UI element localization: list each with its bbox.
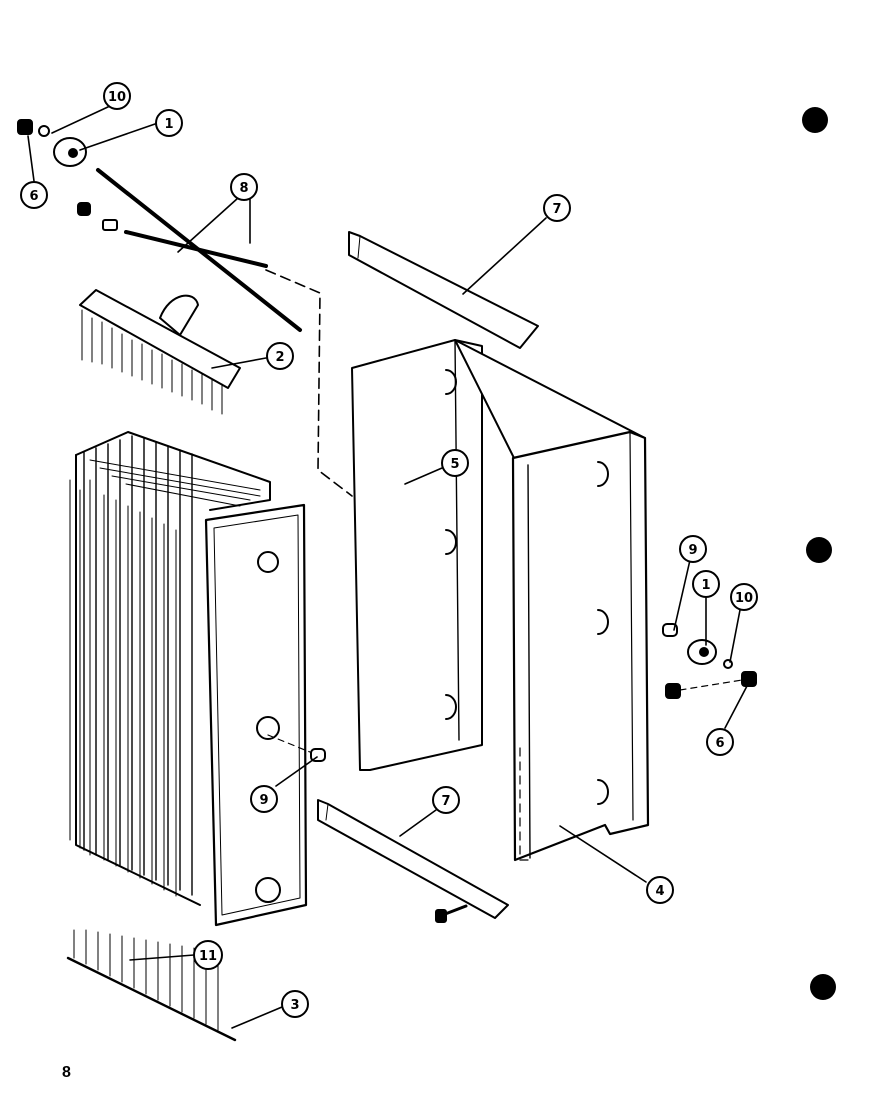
bottom-shroud [66, 929, 237, 1042]
callout-label-7: 7 [441, 794, 450, 809]
bushing-part-right [662, 623, 678, 637]
callout-label-10: 10 [735, 591, 753, 606]
callout-label-6: 6 [29, 189, 38, 204]
callout-label-6: 6 [715, 736, 724, 751]
radiator-fin-stack [69, 431, 271, 906]
page-number: 8 [62, 1064, 71, 1081]
top-shroud [79, 289, 241, 415]
end-plate-front [204, 503, 308, 927]
callout-label-11: 11 [199, 949, 217, 964]
top-channel [348, 231, 539, 349]
callout-label-9: 9 [259, 793, 268, 808]
callout-label-2: 2 [275, 350, 284, 365]
callout-bubble [281, 990, 309, 1018]
callout-label-10: 10 [108, 90, 126, 105]
screw-part [435, 904, 468, 923]
end-cap-part-right [687, 639, 717, 665]
callout-bubble [266, 342, 294, 370]
callout-bubble [692, 570, 720, 598]
callout-bubble [155, 109, 183, 137]
callout-bubble [250, 785, 278, 813]
punch-hole [810, 974, 836, 1000]
nut-part [17, 119, 50, 137]
callout-bubble [646, 876, 674, 904]
callout-label-5: 5 [450, 457, 459, 472]
callout-bubble [432, 786, 460, 814]
callout-bubble [193, 940, 223, 970]
callout-bubble [103, 82, 131, 110]
nut-part-right [665, 659, 757, 699]
callout-label-1: 1 [701, 578, 710, 593]
callout-bubble [230, 173, 258, 201]
end-cap-part [53, 137, 87, 167]
callout-label-4: 4 [655, 884, 664, 899]
callout-label-7: 7 [552, 202, 561, 217]
callout-bubble [441, 449, 469, 477]
callout-label-1: 1 [164, 117, 173, 132]
punch-hole [806, 537, 832, 563]
callout-bubble [730, 583, 758, 611]
callout-bubble [706, 728, 734, 756]
leader-lines [27, 105, 748, 1029]
callout-bubble [543, 194, 571, 222]
punch-hole [802, 107, 828, 133]
callout-label-8: 8 [239, 181, 248, 196]
callout-bubble [20, 181, 48, 209]
callout-label-9: 9 [688, 543, 697, 558]
inner-panel [351, 339, 483, 771]
tie-rod-lower [124, 230, 268, 268]
callout-label-3: 3 [290, 998, 299, 1013]
nut-part [77, 202, 118, 231]
callout-bubble [679, 535, 707, 563]
outer-wrapper [454, 339, 650, 862]
bottom-channel [317, 799, 509, 919]
